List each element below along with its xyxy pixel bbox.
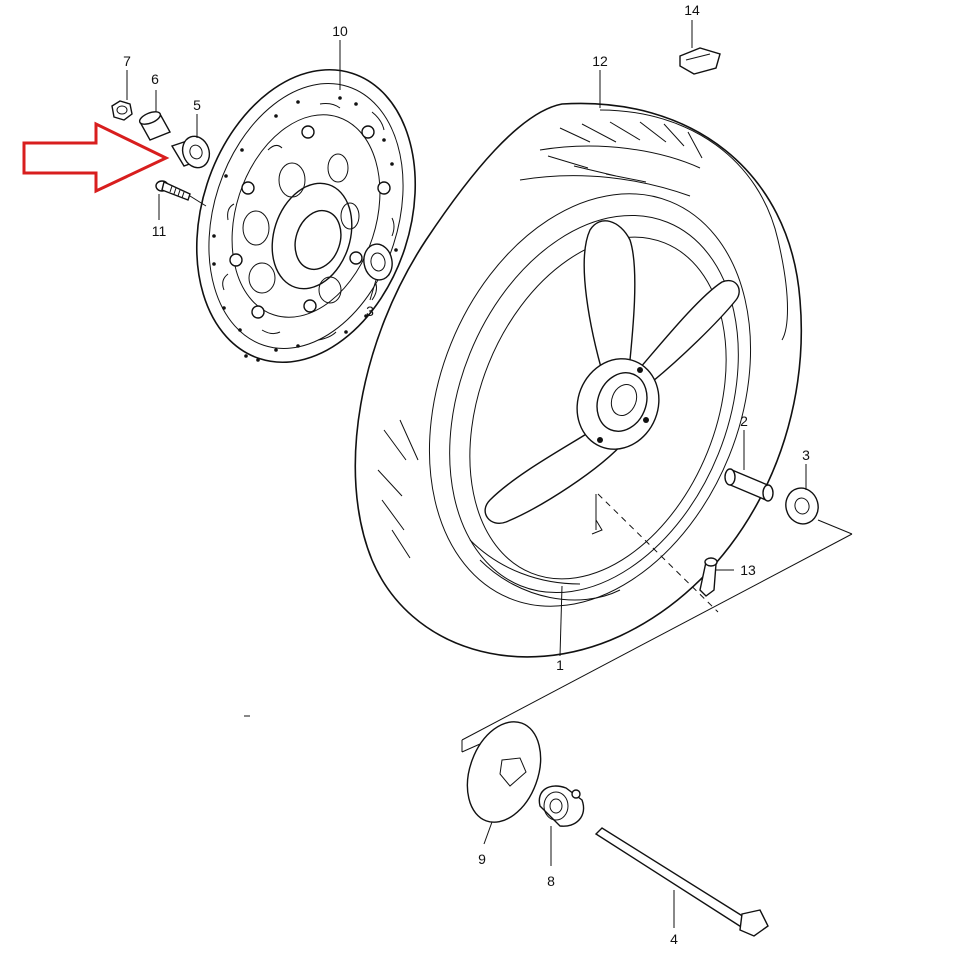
callout-3-upper: 3 [366, 303, 374, 319]
callout-2: 2 [740, 413, 748, 429]
bearing-3-right [785, 487, 819, 525]
spacer-6 [138, 111, 171, 141]
bushing-5 [170, 135, 211, 169]
nut-7 [111, 100, 133, 121]
callout-leaders [126, 20, 807, 928]
callout-labels: 14 10 12 7 6 5 11 3 2 3 13 1 9 8 4 [123, 2, 810, 947]
valve-13 [699, 557, 718, 597]
brake-disc [195, 68, 417, 364]
axle-4 [594, 827, 769, 937]
assembly-lines [189, 195, 853, 753]
collar-2 [724, 468, 774, 502]
highlight-arrow [22, 121, 170, 194]
callout-6: 6 [151, 71, 159, 87]
callout-3-right: 3 [802, 447, 810, 463]
callout-8: 8 [547, 873, 555, 889]
callout-10: 10 [332, 23, 348, 39]
bolt-11 [155, 180, 191, 201]
dust-seal-9 [466, 721, 542, 823]
callout-1: 1 [556, 657, 564, 673]
callout-5: 5 [193, 97, 201, 113]
callout-11: 11 [152, 223, 167, 239]
callout-14: 14 [684, 2, 700, 18]
balance-weight [679, 47, 721, 75]
callout-9: 9 [478, 851, 486, 867]
callout-13: 13 [740, 562, 756, 578]
speedometer-gear-8 [538, 785, 585, 827]
callout-12: 12 [592, 53, 608, 69]
spacer-3-upper [363, 243, 393, 281]
callout-7: 7 [123, 53, 131, 69]
wheel-and-tire [354, 102, 802, 658]
callout-4: 4 [670, 931, 678, 947]
